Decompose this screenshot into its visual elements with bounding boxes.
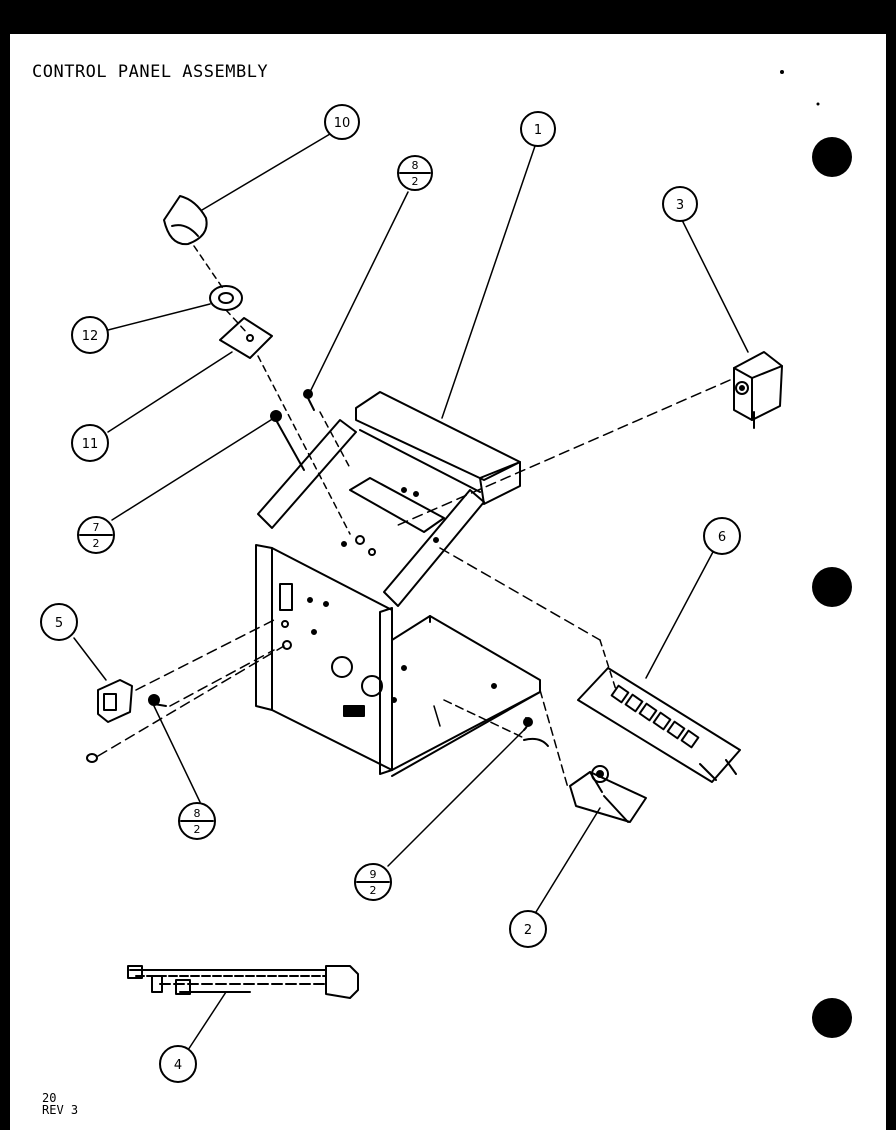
callout-9-2-numerator: 9 — [370, 868, 377, 881]
callout-10: 10 — [324, 104, 360, 140]
callout-8-2-top-numerator: 8 — [412, 159, 419, 172]
callout-6-label: 6 — [718, 530, 726, 545]
callout-5-label: 5 — [55, 616, 63, 631]
diagram-title: CONTROL PANEL ASSEMBLY — [32, 62, 269, 82]
callout-10-label: 10 — [334, 116, 351, 131]
callout-9-2-denominator: 2 — [370, 884, 377, 897]
callout-7-2-denominator: 2 — [93, 537, 100, 550]
callout-12-label: 12 — [82, 329, 99, 344]
callout-11-label: 11 — [82, 437, 99, 452]
page-number: 20 — [42, 1091, 57, 1105]
callout-8-2-bottom-numerator: 8 — [194, 807, 201, 820]
callout-6: 6 — [703, 517, 741, 555]
callout-4-label: 4 — [174, 1058, 182, 1073]
part-6-switch-bank — [577, 667, 741, 783]
drawing-sheet — [10, 34, 886, 1130]
part-11-plate — [219, 317, 273, 359]
callout-1-label: 1 — [534, 123, 542, 138]
part-4-wire-harness — [127, 965, 359, 999]
part-12-washer — [209, 285, 243, 311]
callout-11: 11 — [71, 424, 109, 462]
leader-lines — [73, 133, 749, 1051]
part-10-knob — [163, 195, 208, 246]
assembly-lines — [97, 245, 731, 789]
callout-2: 2 — [509, 910, 547, 948]
callout-2-label: 2 — [524, 923, 532, 938]
binder-hole-bottom — [812, 998, 852, 1038]
part-2-thermostat — [569, 765, 647, 823]
callout-7-2-numerator: 7 — [93, 521, 100, 534]
callout-9-2: 9 2 — [354, 863, 392, 901]
part-5-rocker-switch — [97, 679, 133, 723]
callout-8-2-bottom-denominator: 2 — [194, 823, 201, 836]
callout-7-2: 7 2 — [77, 516, 115, 554]
callout-1: 1 — [520, 111, 556, 147]
callout-8-2-top: 8 2 — [397, 155, 433, 191]
stray-marks — [780, 70, 820, 106]
callout-3: 3 — [662, 186, 698, 222]
callout-8-2-bottom: 8 2 — [178, 802, 216, 840]
binder-hole-middle — [812, 567, 852, 607]
binder-hole-top — [812, 137, 852, 177]
callout-12: 12 — [71, 316, 109, 354]
callout-4: 4 — [159, 1045, 197, 1083]
callout-8-2-top-denominator: 2 — [412, 175, 419, 188]
revision-label: REV 3 — [42, 1103, 79, 1117]
callout-5: 5 — [40, 603, 78, 641]
callout-3-label: 3 — [676, 198, 684, 213]
part-3-relay — [733, 351, 783, 429]
control-box-chassis — [255, 391, 541, 777]
